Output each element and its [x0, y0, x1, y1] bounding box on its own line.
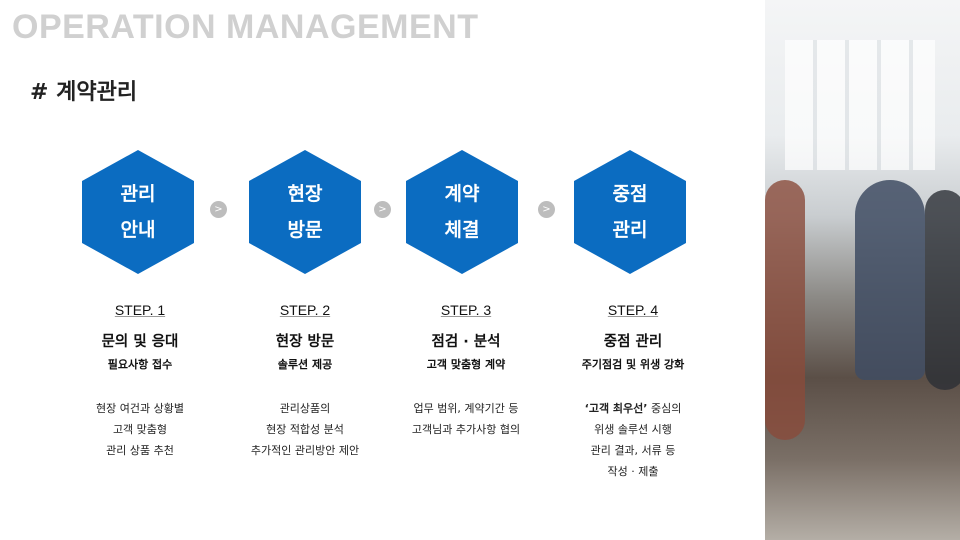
- step-name: 문의 및 응대: [101, 334, 179, 350]
- arrow-right-icon: >: [210, 201, 227, 218]
- hex-label: 체결: [444, 219, 480, 241]
- arrow-right-icon: >: [374, 201, 391, 218]
- step-name: 현장 방문: [275, 334, 335, 350]
- arrow-right-icon: >: [538, 201, 555, 218]
- hex-label: 중점: [612, 183, 648, 205]
- desc-line: 업무 범위, 계약기간 등: [413, 402, 519, 415]
- step-number: STEP. 3: [440, 302, 492, 318]
- step-summary: 필요사항 접수: [107, 358, 173, 371]
- desc-line: ‘고객 최우선’ 중심의: [543, 398, 723, 419]
- step-name: 중점 관리: [603, 334, 663, 350]
- desc-line: 관리상품의: [279, 402, 331, 415]
- desc-text: 중심의: [647, 402, 682, 415]
- desc-line: 위생 솔루션 시행: [594, 423, 672, 436]
- hex-label: 현장: [287, 183, 323, 205]
- step-summary: 솔루션 제공: [277, 358, 333, 371]
- section-title: # 계약관리: [30, 80, 138, 105]
- page-heading: OPERATION MANAGEMENT: [12, 8, 479, 46]
- desc-line: 고객 맞춤형: [112, 423, 168, 436]
- hex-label: 관리: [612, 219, 648, 241]
- office-meeting-photo: [765, 0, 960, 540]
- desc-line: 작성 · 제출: [607, 465, 659, 478]
- hex-label: 관리: [120, 183, 156, 205]
- hex-label: 안내: [120, 219, 156, 241]
- step-number: STEP. 1: [114, 302, 166, 318]
- step-number: STEP. 2: [279, 302, 331, 318]
- step-summary: 주기점검 및 위생 강화: [581, 358, 685, 371]
- step-name: 점검 · 분석: [431, 334, 501, 350]
- step-number: STEP. 4: [607, 302, 659, 318]
- desc-line: 관리 상품 추천: [106, 444, 174, 457]
- desc-line: 고객님과 추가사항 협의: [411, 423, 521, 436]
- hex-label: 방문: [287, 219, 323, 241]
- step-summary: 고객 맞춤형 계약: [426, 358, 506, 371]
- desc-line: 현장 여건과 상황별: [96, 402, 184, 415]
- desc-line: 추가적인 관리방안 제안: [250, 444, 360, 457]
- hex-label: 계약: [444, 183, 480, 205]
- desc-line: 현장 적합성 분석: [266, 423, 344, 436]
- desc-emphasis: ‘고객 최우선’: [584, 402, 648, 415]
- desc-line: 관리 결과, 서류 등: [590, 444, 676, 457]
